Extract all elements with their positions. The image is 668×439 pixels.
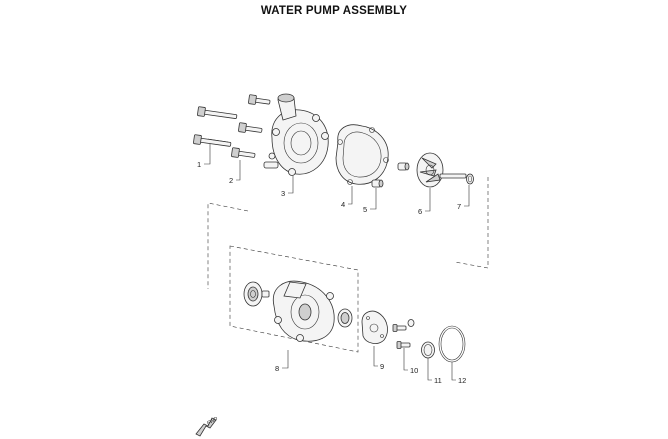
gasket-part-4 xyxy=(335,124,389,185)
leader-6 xyxy=(425,188,431,212)
bolt-part-2-c xyxy=(231,147,256,158)
forward-arrow-icon xyxy=(195,417,217,437)
callout-9: 9 xyxy=(380,362,384,371)
callout-2: 2 xyxy=(229,176,233,185)
leader-10 xyxy=(403,348,408,371)
bolt-part-2-b xyxy=(238,122,263,133)
bearing-left xyxy=(243,281,270,307)
callout-12: 12 xyxy=(458,376,466,385)
callout-6: 6 xyxy=(418,207,422,216)
o-ring-part-11 xyxy=(421,341,435,359)
callout-1: 1 xyxy=(197,160,201,169)
diagram-title: WATER PUMP ASSEMBLY xyxy=(260,5,408,17)
assembly-box-part-8 xyxy=(229,245,359,353)
bolt-part-1-b xyxy=(193,134,232,147)
leader-4 xyxy=(348,186,353,205)
leader-1 xyxy=(204,144,211,165)
pump-cover-part-3 xyxy=(263,93,329,176)
seal-right xyxy=(337,308,353,328)
dowel-pin-part-5 xyxy=(371,179,384,188)
dowel-pin-upper xyxy=(397,162,410,171)
leader-7 xyxy=(464,185,470,207)
screw-part-10-b xyxy=(396,341,411,349)
washer-small xyxy=(407,319,415,327)
callout-10: 10 xyxy=(410,366,418,375)
bolt-part-2-a xyxy=(248,94,271,105)
fwd-label: FWD xyxy=(206,416,219,427)
callout-5: 5 xyxy=(363,205,367,214)
alignment-line-right xyxy=(454,177,489,269)
leader-11 xyxy=(427,358,432,381)
callout-8: 8 xyxy=(275,364,279,373)
leader-3 xyxy=(288,176,294,194)
leader-12 xyxy=(451,362,456,381)
cover-plate-part-9 xyxy=(361,310,388,344)
callout-4: 4 xyxy=(341,200,345,209)
impeller-part-6 xyxy=(416,152,467,188)
callout-11: 11 xyxy=(434,376,442,385)
leader-5 xyxy=(370,188,377,210)
pump-body xyxy=(272,280,335,342)
leader-9 xyxy=(373,346,378,367)
callout-3: 3 xyxy=(281,189,285,198)
bolt-part-1-a xyxy=(197,106,238,119)
leader-2 xyxy=(236,160,241,181)
callout-7: 7 xyxy=(457,202,461,211)
o-ring-part-12 xyxy=(438,325,466,363)
leader-8 xyxy=(282,350,289,369)
o-ring-part-7 xyxy=(466,173,474,185)
alignment-line-left xyxy=(207,202,249,289)
screw-part-10-a xyxy=(392,324,407,332)
